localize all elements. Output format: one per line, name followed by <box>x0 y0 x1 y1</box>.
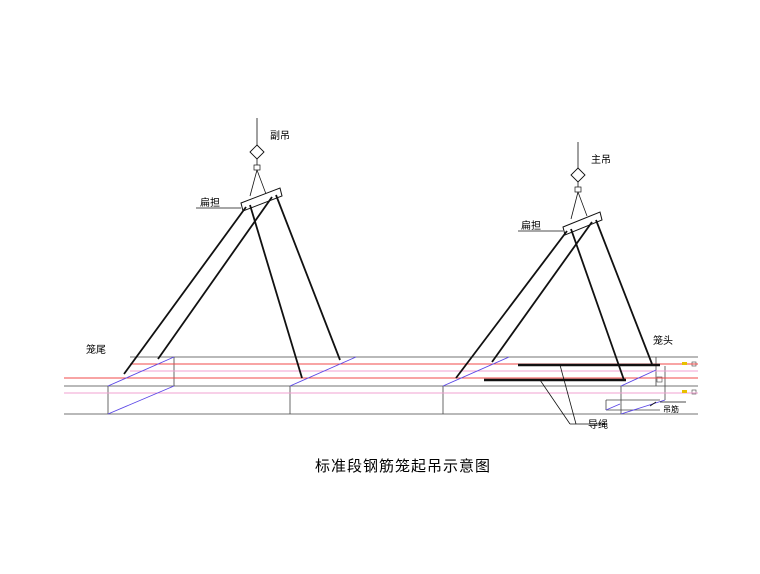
main-hook-icon <box>570 167 586 183</box>
aux-hook-icon <box>249 144 265 160</box>
main-hoist-assembly <box>455 142 653 381</box>
diagram-caption: 标准段钢筋笼起吊示意图 <box>315 457 491 475</box>
aux-hoist-label: 副吊 <box>270 130 290 142</box>
lifting-bar-label: 吊筋 <box>663 404 679 414</box>
cage-rebar-lines <box>64 363 698 394</box>
cage-tail-label: 笼尾 <box>86 343 106 356</box>
head-lifting-bars <box>484 362 687 425</box>
reinforcement-cage <box>64 356 698 415</box>
aux-spreader-beam <box>240 187 283 212</box>
right-spreader-label: 扁担 <box>521 219 541 232</box>
aux-hoist-assembly <box>123 118 341 379</box>
cage-section-diagonals <box>107 356 666 415</box>
cage-head-label: 笼头 <box>653 334 673 347</box>
main-hoist-label: 主吊 <box>591 154 611 166</box>
left-spreader-label: 扁担 <box>200 196 220 209</box>
guide-rope-label: 导绳 <box>588 418 608 431</box>
main-spreader-beam <box>562 211 603 236</box>
